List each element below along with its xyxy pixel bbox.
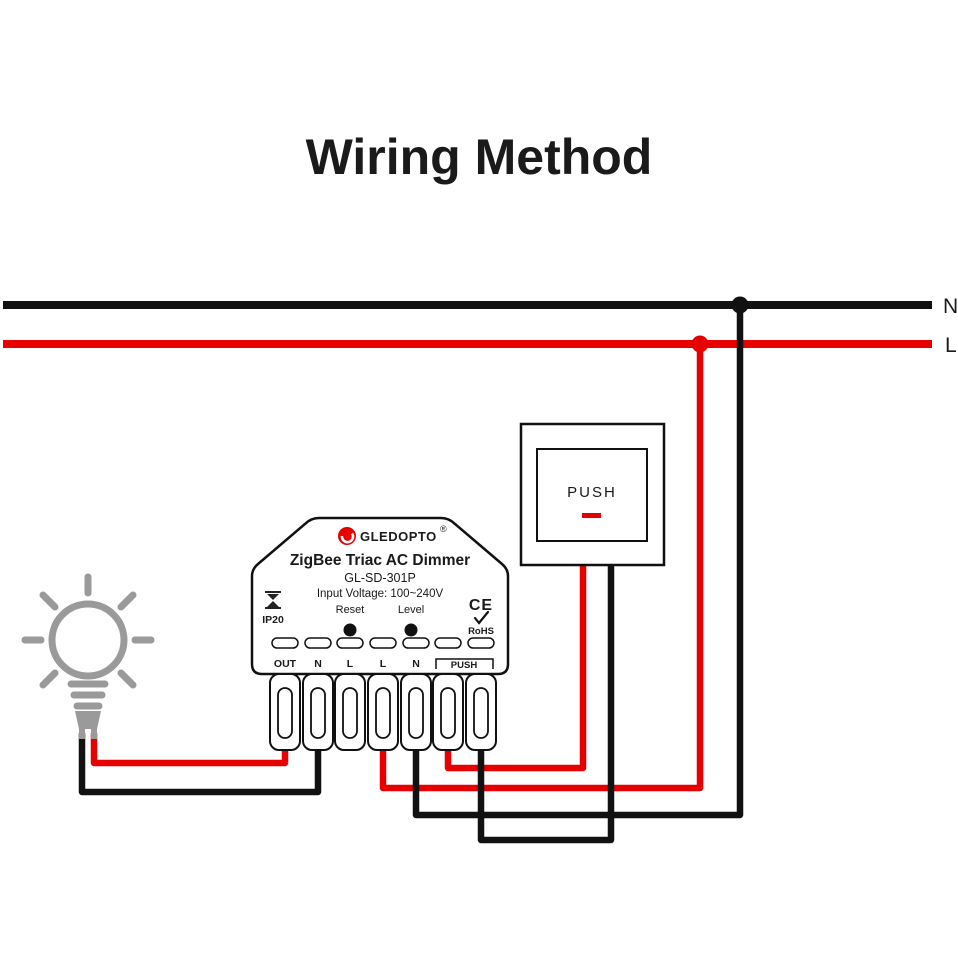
page-title: Wiring Method [306,129,653,185]
wire-layer [78,301,744,844]
bulb-plug-prong [91,729,97,739]
push-button-wire-red [444,554,587,772]
push-button-label: PUSH [567,484,617,501]
live-feed-wire [379,340,704,792]
terminal-clamps [269,673,497,751]
bulb-ray-upper-right [117,591,137,611]
push-terminal-bracket [435,658,494,669]
neutral-feed-wire [412,301,744,819]
bulb-globe [48,600,128,680]
bulb-plug-prong [79,729,85,739]
push-button-switch: PUSH [519,422,666,567]
neutral-line-label: N [943,295,958,318]
light-bulb [21,573,155,739]
reset-label: Reset [336,604,365,616]
terminal-clamp-n1 [302,673,334,751]
reset-button [343,623,357,637]
push-button-wire-black [477,554,615,844]
level-label: Level [398,604,424,616]
gledopto-logo-swirl [340,532,355,544]
model-number: GL-SD-301P [344,571,416,585]
terminal-label-push: PUSH [451,660,478,671]
terminal-slot [434,637,462,649]
bulb-ray-lower-left [39,669,59,689]
live-line-label: L [945,334,957,357]
push-button-indicator [582,513,601,518]
terminal-slot [271,637,299,649]
terminal-label-n1: N [314,658,322,670]
terminal-slot [369,637,397,649]
terminal-slot [467,637,495,649]
registered-trademark: ® [440,524,447,534]
terminal-clamp-push1 [432,673,464,751]
bulb-ray-lower-right [117,669,137,689]
dimmer-body [250,516,510,676]
level-button [404,623,418,637]
terminal-clamp-push2 [465,673,497,751]
terminal-slot [402,637,430,649]
dimmer-module: GLEDOPTO ® ZigBee Triac AC Dimmer GL-SD-… [250,516,510,676]
bulb-plug [75,711,101,729]
push-button-face [536,448,648,542]
terminal-label-n2: N [412,658,420,670]
terminal-label-out: OUT [274,658,297,670]
bulb-ray-upper-left [39,591,59,611]
terminal-clamp-out [269,673,301,751]
terminal-clamp-l1 [334,673,366,751]
rohs-label: RoHS [468,626,494,637]
terminal-label-l1: L [347,658,354,670]
terminal-slot [304,637,332,649]
terminal-slot [336,637,364,649]
ip20-icon [265,591,281,609]
terminal-clamp-l2 [367,673,399,751]
terminal-label-l2: L [380,658,387,670]
brand-name: GLEDOPTO [360,529,437,544]
terminal-slot-row [271,637,495,649]
lamp-live-wire [90,730,289,767]
input-voltage: Input Voltage: 100~240V [317,588,444,600]
lamp-neutral-wire [78,730,322,796]
ce-mark: CE [469,597,493,614]
neutral-junction-dot [731,296,749,314]
rohs-check-icon [473,610,490,625]
live-junction-dot [691,335,709,353]
product-name: ZigBee Triac AC Dimmer [290,552,470,569]
ip-rating-label: IP20 [262,614,284,626]
terminal-clamp-n2 [400,673,432,751]
